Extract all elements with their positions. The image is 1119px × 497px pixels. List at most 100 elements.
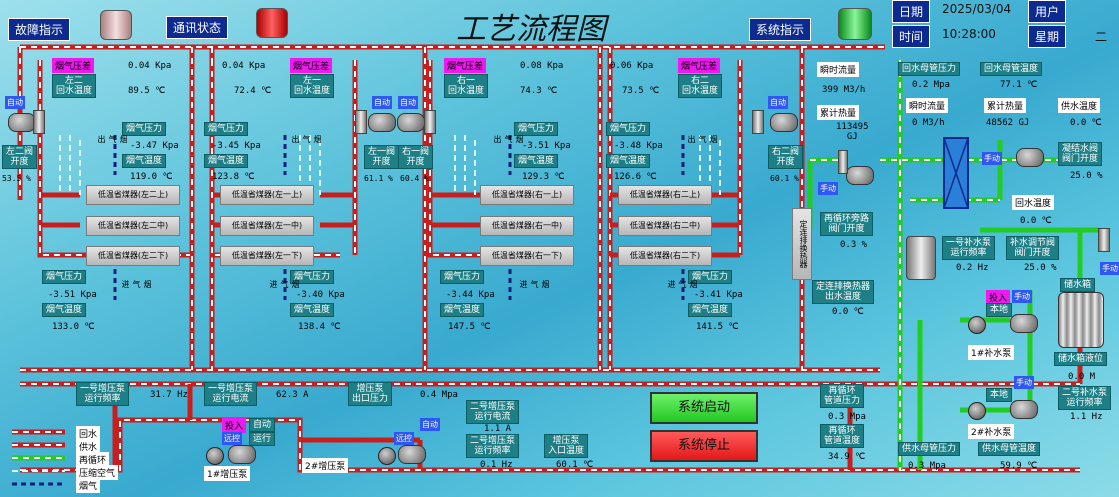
weekday-value: 二 xyxy=(1095,30,1108,44)
booster1-in-tag[interactable]: 投入 xyxy=(222,418,247,433)
legend-return: 回水 xyxy=(76,426,101,441)
l1-smoke-out: 烟 气 出 xyxy=(291,135,322,143)
booster2-name: 2#增压泵 xyxy=(302,458,349,473)
recirc-valve-value: 0.3 % xyxy=(840,240,868,250)
booster2-auto-tag[interactable]: 自动 xyxy=(420,418,440,431)
l2-smoke-out: 烟 气 出 xyxy=(97,135,128,143)
makeup-valve-manual-tag[interactable]: 手动 xyxy=(1100,262,1119,275)
r2-smoke-in: 烟 气 进 xyxy=(667,280,698,288)
recirc-manual-tag[interactable]: 手动 xyxy=(818,182,838,195)
l1-smoke-in: 烟 气 进 xyxy=(269,280,300,288)
booster1-remote-tag[interactable]: 远控 xyxy=(222,432,242,445)
return-main-temp: 77.1 ℃ xyxy=(1000,80,1038,90)
r1-out-press: -3.51 Kpa xyxy=(522,141,571,151)
left1-control-valve[interactable] xyxy=(355,110,367,134)
date-label: 日期 xyxy=(892,0,931,23)
user-label[interactable]: 用户 xyxy=(1028,0,1067,23)
left1-valve-pump[interactable] xyxy=(368,113,396,132)
loop-temp: 34.9 ℃ xyxy=(828,452,866,462)
fault-lamp xyxy=(100,10,132,40)
right-inst-flow-label: 瞬时流量 xyxy=(906,98,949,113)
right1-valve-pump[interactable] xyxy=(397,113,425,132)
makeup-valve-label: 补水调节阀 阀门开度 xyxy=(1006,236,1060,260)
booster1-auto-tag: 自动 xyxy=(249,418,276,432)
system-indicator-label: 系统指示 xyxy=(749,18,812,41)
economizer-right1-lower[interactable]: 低温省煤器(右一下) xyxy=(480,246,574,266)
supply-main-press: 0.3 Mpa xyxy=(908,461,946,471)
recirc-pump[interactable] xyxy=(846,166,874,185)
economizer-left2-lower[interactable]: 低温省煤器(左二下) xyxy=(86,246,180,266)
makeup1-pump[interactable] xyxy=(1010,314,1038,333)
economizer-right1-upper[interactable]: 低温省煤器(右一上) xyxy=(480,185,574,205)
economizer-left1-upper[interactable]: 低温省煤器(左一上) xyxy=(220,185,314,205)
economizer-right2-middle[interactable]: 低温省煤器(右二中) xyxy=(618,216,712,236)
legend-smoke: 烟气 xyxy=(76,478,101,493)
r1-out-temp-label: 烟气温度 xyxy=(514,154,559,168)
economizer-left2-upper[interactable]: 低温省煤器(左二上) xyxy=(86,185,180,205)
tank-level-label: 储水箱液位 xyxy=(1054,352,1108,366)
left1-valve-label: 左一阀 开度 xyxy=(364,145,400,169)
left2-control-valve[interactable] xyxy=(33,110,45,134)
cond-manual-tag[interactable]: 手动 xyxy=(982,152,1002,165)
r2-smoke-out: 烟 气 出 xyxy=(687,135,718,143)
right1-auto-tag[interactable]: 自动 xyxy=(398,96,418,109)
r1-in-temp-label: 烟气温度 xyxy=(440,303,485,317)
fixed-heat-exchanger[interactable]: 定连排换热器 xyxy=(792,208,812,280)
booster2-pump[interactable] xyxy=(398,445,426,464)
l2-in-press-label: 烟气压力 xyxy=(42,270,87,284)
l2-out-press: -3.47 Kpa xyxy=(130,141,179,151)
makeup2-manual-tag[interactable]: 手动 xyxy=(1014,376,1034,389)
cond-valve-label: 凝结水阀 阀门开度 xyxy=(1058,142,1103,166)
system-start-button[interactable]: 系统启动 xyxy=(650,392,758,424)
economizer-left1-middle[interactable]: 低温省煤器(左一中) xyxy=(220,216,314,236)
booster2-freq: 0.1 Hz xyxy=(480,460,513,470)
system-lamp xyxy=(838,8,872,40)
comm-lamp xyxy=(256,8,288,38)
left2-smoke-diff-label: 烟气压差 xyxy=(52,58,95,73)
r2-in-temp: 141.5 ℃ xyxy=(696,322,739,332)
total-heat-label: 累计热量 xyxy=(817,105,860,120)
booster1-pump[interactable] xyxy=(228,445,256,464)
booster1-freq: 31.7 Hz xyxy=(150,390,188,400)
legend-air: 压缩空气 xyxy=(76,465,119,480)
right2-valve-pump[interactable] xyxy=(770,113,798,132)
makeup-control-valve[interactable] xyxy=(1098,228,1110,252)
makeup1-manual-tag[interactable]: 手动 xyxy=(1012,290,1032,303)
booster1-freq-label: 一号增压泵 运行频率 xyxy=(76,382,130,406)
storage-tank-label: 储水箱 xyxy=(1060,278,1096,292)
left2-auto-tag[interactable]: 自动 xyxy=(5,96,25,109)
economizer-left2-middle[interactable]: 低温省煤器(左二中) xyxy=(86,216,180,236)
right2-valve-open: 60.1 % xyxy=(770,174,799,183)
inst-flow-value: 399 M3/h xyxy=(822,85,866,95)
r1-out-temp: 129.3 ℃ xyxy=(522,172,565,182)
recirc-valve[interactable] xyxy=(838,150,848,174)
cond-valve-pump[interactable] xyxy=(1016,148,1044,167)
booster2-remote-tag[interactable]: 远控 xyxy=(394,432,414,445)
makeup1-in-tag[interactable]: 投入 xyxy=(986,290,1011,305)
makeup1-motor xyxy=(968,316,986,334)
economizer-left1-lower[interactable]: 低温省煤器(左一下) xyxy=(220,246,314,266)
r2-in-press-label: 烟气压力 xyxy=(688,270,733,284)
left1-auto-tag[interactable]: 自动 xyxy=(372,96,392,109)
legend-supply: 供水 xyxy=(76,439,101,454)
right1-control-valve[interactable] xyxy=(424,110,436,134)
left2-valve-pump[interactable] xyxy=(8,113,36,132)
right2-auto-tag[interactable]: 自动 xyxy=(768,96,788,109)
booster-out-press: 0.4 Mpa xyxy=(420,390,458,400)
economizer-right2-lower[interactable]: 低温省煤器(右二下) xyxy=(618,246,712,266)
right1-valve-label: 右一阀 开度 xyxy=(398,145,434,169)
page-title: 工艺流程图 xyxy=(456,12,606,47)
storage-tank xyxy=(1058,292,1104,348)
economizer-right2-upper[interactable]: 低温省煤器(右二上) xyxy=(618,185,712,205)
supply-main-temp: 59.9 ℃ xyxy=(1000,461,1038,471)
economizer-right1-middle[interactable]: 低温省煤器(右一中) xyxy=(480,216,574,236)
recirc-valve-label: 再循环旁路 阀门开度 xyxy=(820,212,874,236)
right2-control-valve[interactable] xyxy=(752,110,764,134)
booster1-current: 62.3 A xyxy=(276,390,309,400)
system-stop-button[interactable]: 系统停止 xyxy=(650,430,758,462)
makeup2-pump[interactable] xyxy=(1010,400,1038,419)
time-value: 10:28:00 xyxy=(942,27,996,41)
cond-valve-value: 25.0 % xyxy=(1070,171,1103,181)
l2-in-temp-label: 烟气温度 xyxy=(42,303,87,317)
